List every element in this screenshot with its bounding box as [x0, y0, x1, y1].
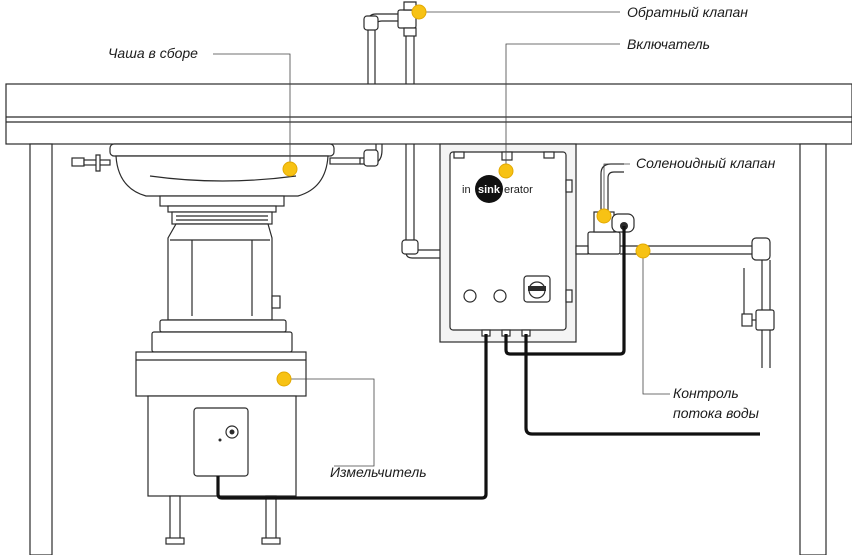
- label-grinder: Измельчитель: [330, 464, 427, 480]
- solenoid-valve: [575, 163, 775, 368]
- stop-button[interactable]: [493, 289, 507, 303]
- start-button[interactable]: [463, 289, 477, 303]
- table: [5, 83, 852, 555]
- control-panel: in sink erator: [439, 143, 577, 343]
- label-bowl: Чаша в сборе: [108, 45, 198, 61]
- cables: [216, 226, 760, 500]
- labels: Обратный клапан Включатель Чаша в сборе …: [108, 4, 776, 480]
- label-switch: Включатель: [627, 36, 710, 52]
- brand-suffix: erator: [504, 184, 533, 196]
- marker-flow-control: [635, 243, 651, 259]
- marker-switch: [498, 163, 514, 179]
- marker-grinder: [276, 371, 292, 387]
- bowl-assembly: [71, 143, 383, 225]
- brand-mark: sink: [478, 184, 501, 196]
- marker-check-valve: [411, 4, 427, 20]
- callout-markers: [276, 4, 651, 387]
- grinder: [135, 223, 307, 545]
- label-flow-control-line2: потока воды: [673, 405, 760, 421]
- brand-prefix: in: [462, 184, 471, 196]
- marker-bowl: [282, 161, 298, 177]
- marker-solenoid: [596, 208, 612, 224]
- label-flow-control-line1: Контроль: [673, 385, 739, 401]
- label-solenoid: Соленоидный клапан: [636, 155, 776, 171]
- label-check-valve: Обратный клапан: [627, 4, 748, 20]
- leader-lines: [213, 11, 670, 467]
